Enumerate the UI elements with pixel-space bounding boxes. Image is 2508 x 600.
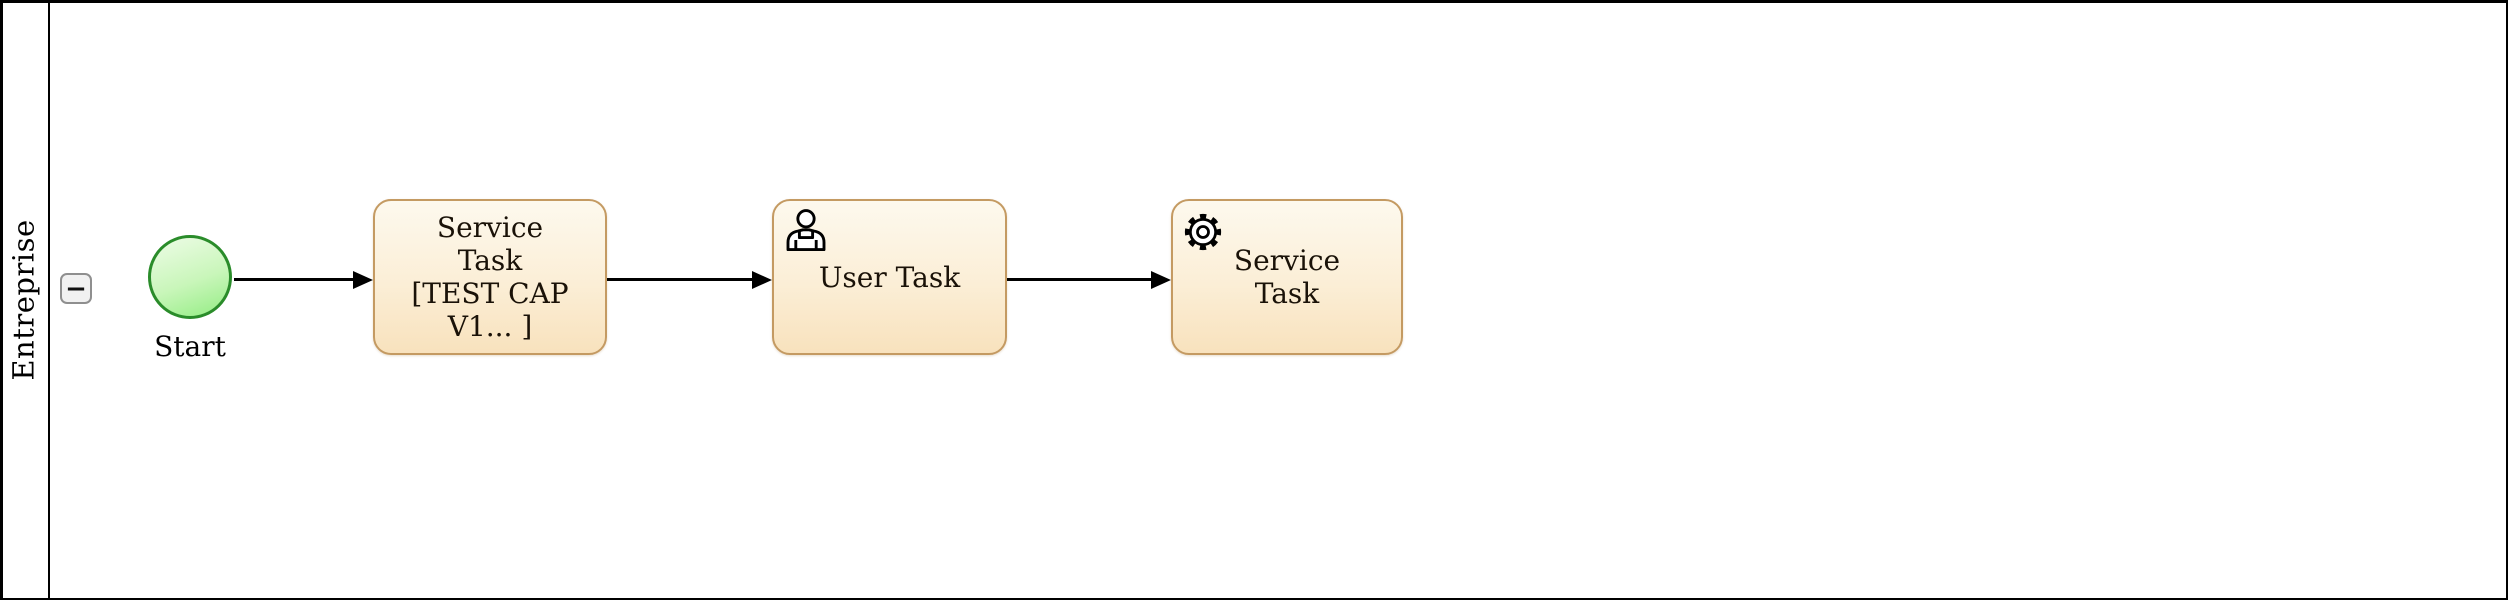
sequence-flow-1[interactable] [234,270,373,289]
lane-label: Entreprise [7,219,41,381]
task-label: Service Task [TEST CAP V1... ] [411,211,569,343]
arrowhead-icon [353,270,373,289]
task-service-2[interactable]: Service Task [1171,199,1403,355]
lane-divider [48,0,50,600]
task-label: User Task [818,260,961,294]
start-event[interactable] [148,235,232,319]
gear-icon [1184,213,1222,251]
minus-icon: − [65,273,87,304]
task-label: Service Task [1233,244,1341,310]
user-icon [786,209,826,252]
edge-line [234,278,356,281]
task-user[interactable]: User Task [772,199,1007,355]
lane-header: Entreprise [0,0,48,600]
sequence-flow-3[interactable] [1007,270,1171,289]
lane-collapse-button[interactable]: − [60,273,92,304]
edge-line [1007,278,1154,281]
sequence-flow-2[interactable] [607,270,772,289]
task-service-1[interactable]: Service Task [TEST CAP V1... ] [373,199,607,355]
start-event-label: Start [154,330,226,363]
edge-line [607,278,755,281]
arrowhead-icon [1151,270,1171,289]
arrowhead-icon [752,270,772,289]
